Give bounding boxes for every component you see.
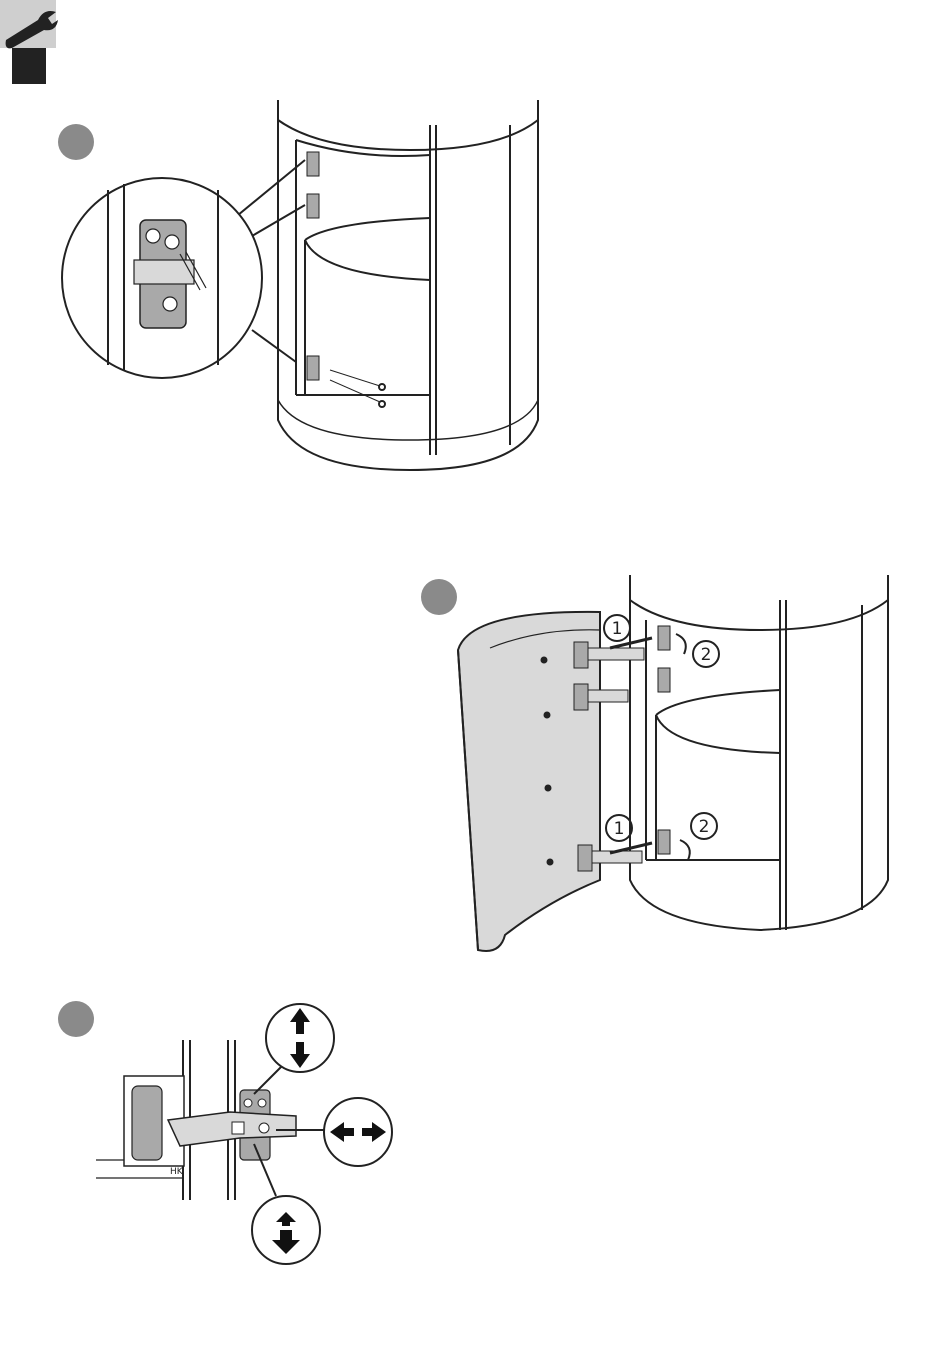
callout-2-bottom: 2	[699, 817, 710, 837]
callout-1-bottom: 1	[614, 819, 625, 839]
callout-1-top: 1	[612, 619, 623, 639]
callout-2-top: 2	[701, 645, 712, 665]
wrench-icon	[0, 0, 60, 90]
step-1-illustration	[0, 95, 950, 495]
step-2-illustration: 1 2 1 2	[0, 570, 950, 960]
header-icon-area	[0, 0, 60, 90]
page-block	[12, 48, 46, 84]
base-mark: HK	[170, 1167, 184, 1177]
step-3-illustration: HK	[0, 995, 950, 1265]
